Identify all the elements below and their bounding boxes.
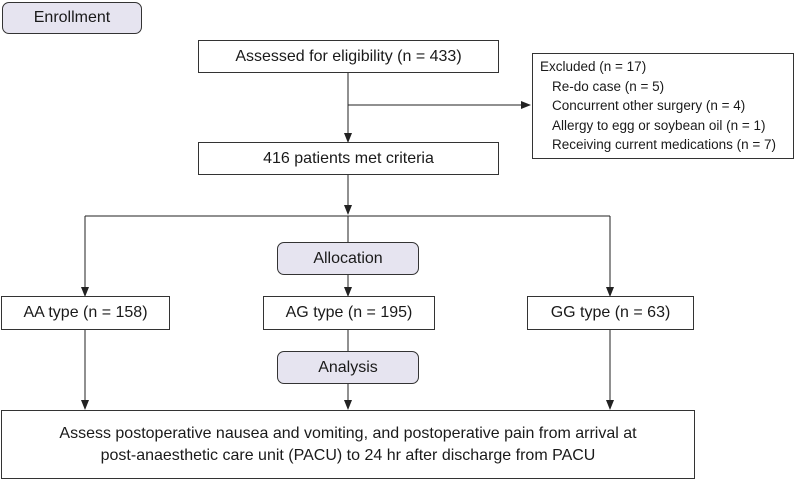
- enrollment-label: Enrollment: [2, 2, 142, 34]
- excluded-reason: Allergy to egg or soybean oil (n = 1): [552, 117, 766, 133]
- excluded-reason: Receiving current medications (n = 7): [552, 137, 776, 152]
- allocation-label: Allocation: [277, 242, 419, 275]
- group-aa-box: AA type (n = 158): [1, 296, 170, 330]
- outcome-line-1: Assess postoperative nausea and vomiting…: [59, 424, 637, 442]
- excluded-title: Excluded (n = 17): [540, 59, 647, 74]
- excluded-box: Excluded (n = 17) Re-do case (n = 5) Con…: [532, 53, 794, 159]
- met-criteria-box: 416 patients met criteria: [198, 142, 499, 175]
- analysis-label: Analysis: [277, 351, 419, 384]
- excluded-reason: Re-do case (n = 5): [552, 78, 665, 94]
- group-ag-box: AG type (n = 195): [263, 296, 435, 330]
- assessed-box: Assessed for eligibility (n = 433): [198, 40, 499, 73]
- outcome-line-2: post-anaesthetic care unit (PACU) to 24 …: [100, 446, 596, 464]
- group-gg-box: GG type (n = 63): [527, 296, 694, 330]
- excluded-reason: Concurrent other surgery (n = 4): [552, 98, 746, 113]
- outcome-box: Assess postoperative nausea and vomiting…: [1, 410, 695, 479]
